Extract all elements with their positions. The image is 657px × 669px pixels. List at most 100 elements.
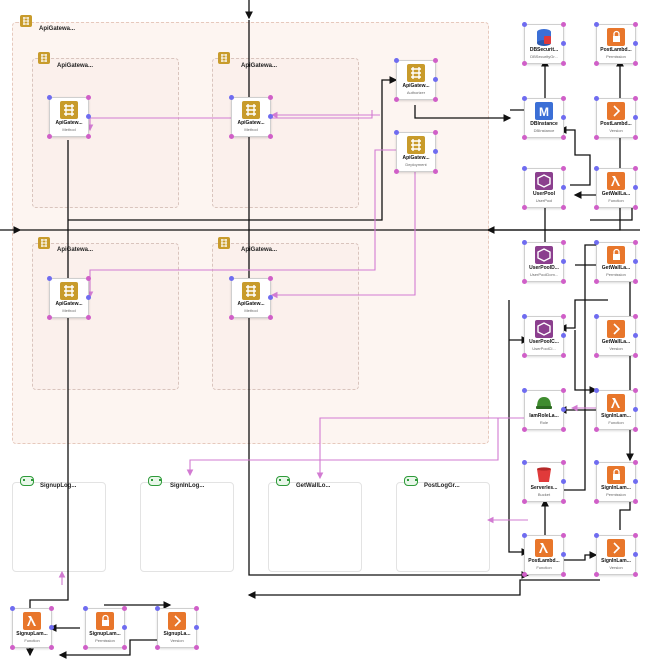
connection-handle[interactable]	[86, 315, 91, 320]
getwall-lambda-permission-node[interactable]: GetWallLa... Permission	[596, 242, 636, 282]
connection-handle[interactable]	[633, 96, 638, 101]
connection-handle[interactable]	[561, 333, 566, 338]
connection-handle[interactable]	[561, 166, 566, 171]
connection-handle[interactable]	[433, 149, 438, 154]
connection-handle[interactable]	[594, 279, 599, 284]
connection-handle[interactable]	[49, 625, 54, 630]
connection-handle[interactable]	[561, 407, 566, 412]
connection-handle[interactable]	[194, 625, 199, 630]
connection-handle[interactable]	[522, 96, 527, 101]
connection-handle[interactable]	[594, 460, 599, 465]
connection-handle[interactable]	[522, 166, 527, 171]
connection-handle[interactable]	[47, 95, 52, 100]
connection-handle[interactable]	[433, 97, 438, 102]
connection-handle[interactable]	[394, 169, 399, 174]
connection-handle[interactable]	[594, 499, 599, 504]
connection-handle[interactable]	[229, 276, 234, 281]
connection-handle[interactable]	[633, 388, 638, 393]
connection-handle[interactable]	[561, 479, 566, 484]
connection-handle[interactable]	[633, 61, 638, 66]
s3-bucket-node[interactable]: Serverles... Bucket	[524, 462, 564, 502]
connection-handle[interactable]	[633, 259, 638, 264]
connection-handle[interactable]	[633, 135, 638, 140]
connection-handle[interactable]	[594, 135, 599, 140]
getwall-lambda-version-node[interactable]: GetWallLa... Version	[596, 316, 636, 356]
connection-handle[interactable]	[83, 645, 88, 650]
connection-handle[interactable]	[561, 460, 566, 465]
connection-handle[interactable]	[594, 166, 599, 171]
connection-handle[interactable]	[633, 205, 638, 210]
user-pool-domain-node[interactable]: UserPoolD... UserPoolDom...	[524, 242, 564, 282]
connection-handle[interactable]	[10, 606, 15, 611]
db-instance-node[interactable]: M DBInstance DBInstance	[524, 98, 564, 138]
connection-handle[interactable]	[522, 572, 527, 577]
connection-handle[interactable]	[155, 645, 160, 650]
connection-handle[interactable]	[522, 22, 527, 27]
log-group-post[interactable]	[396, 482, 490, 572]
method-node-2[interactable]: ApiGatew... Method	[231, 97, 271, 137]
connection-handle[interactable]	[633, 460, 638, 465]
connection-handle[interactable]	[394, 130, 399, 135]
connection-handle[interactable]	[561, 115, 566, 120]
connection-handle[interactable]	[268, 315, 273, 320]
connection-handle[interactable]	[194, 645, 199, 650]
connection-handle[interactable]	[633, 572, 638, 577]
connection-handle[interactable]	[268, 95, 273, 100]
connection-handle[interactable]	[394, 97, 399, 102]
connection-handle[interactable]	[561, 533, 566, 538]
connection-handle[interactable]	[522, 427, 527, 432]
connection-handle[interactable]	[561, 427, 566, 432]
connection-handle[interactable]	[561, 314, 566, 319]
signup-lambda-version-node[interactable]: SignupLa... Version	[157, 608, 197, 648]
post-lambda-version-node[interactable]: PostLambd... Version	[596, 98, 636, 138]
connection-handle[interactable]	[594, 388, 599, 393]
connection-handle[interactable]	[633, 240, 638, 245]
connection-handle[interactable]	[561, 135, 566, 140]
connection-handle[interactable]	[561, 353, 566, 358]
connection-handle[interactable]	[522, 279, 527, 284]
method-node-3[interactable]: ApiGatew... Method	[49, 278, 89, 318]
connection-handle[interactable]	[47, 315, 52, 320]
connection-handle[interactable]	[47, 134, 52, 139]
signin-lambda-permission-node[interactable]: SignInLam... Permission	[596, 462, 636, 502]
connection-handle[interactable]	[433, 58, 438, 63]
connection-handle[interactable]	[633, 552, 638, 557]
connection-handle[interactable]	[49, 645, 54, 650]
connection-handle[interactable]	[561, 279, 566, 284]
connection-handle[interactable]	[594, 61, 599, 66]
db-security-group-node[interactable]: DBSecurit... DBSecurityGr...	[524, 24, 564, 64]
connection-handle[interactable]	[561, 499, 566, 504]
user-pool-node[interactable]: UserPool UserPool	[524, 168, 564, 208]
connection-handle[interactable]	[561, 61, 566, 66]
connection-handle[interactable]	[83, 606, 88, 611]
connection-handle[interactable]	[633, 533, 638, 538]
connection-handle[interactable]	[594, 427, 599, 432]
post-lambda-permission-node[interactable]: PostLambd... Permission	[596, 24, 636, 64]
method-node-1[interactable]: ApiGatew... Method	[49, 97, 89, 137]
connection-handle[interactable]	[522, 533, 527, 538]
connection-handle[interactable]	[561, 259, 566, 264]
connection-handle[interactable]	[561, 41, 566, 46]
iam-role-node[interactable]: IamRoleLa... Role	[524, 390, 564, 430]
connection-handle[interactable]	[561, 96, 566, 101]
connection-handle[interactable]	[633, 115, 638, 120]
signup-lambda-permission-node[interactable]: SignupLam... Permission	[85, 608, 125, 648]
getwall-lambda-function-node[interactable]: GetWallLa... Function	[596, 168, 636, 208]
connection-handle[interactable]	[594, 533, 599, 538]
connection-handle[interactable]	[633, 314, 638, 319]
connection-handle[interactable]	[594, 240, 599, 245]
connection-handle[interactable]	[633, 333, 638, 338]
connection-handle[interactable]	[633, 166, 638, 171]
connection-handle[interactable]	[49, 606, 54, 611]
user-pool-client-node[interactable]: UserPoolC... UserPoolCl...	[524, 316, 564, 356]
connection-handle[interactable]	[522, 460, 527, 465]
connection-handle[interactable]	[122, 645, 127, 650]
connection-handle[interactable]	[229, 95, 234, 100]
connection-handle[interactable]	[394, 58, 399, 63]
connection-handle[interactable]	[633, 479, 638, 484]
signup-lambda-function-node[interactable]: SignupLam... Function	[12, 608, 52, 648]
connection-handle[interactable]	[433, 169, 438, 174]
connection-handle[interactable]	[594, 353, 599, 358]
connection-handle[interactable]	[561, 240, 566, 245]
connection-handle[interactable]	[522, 135, 527, 140]
